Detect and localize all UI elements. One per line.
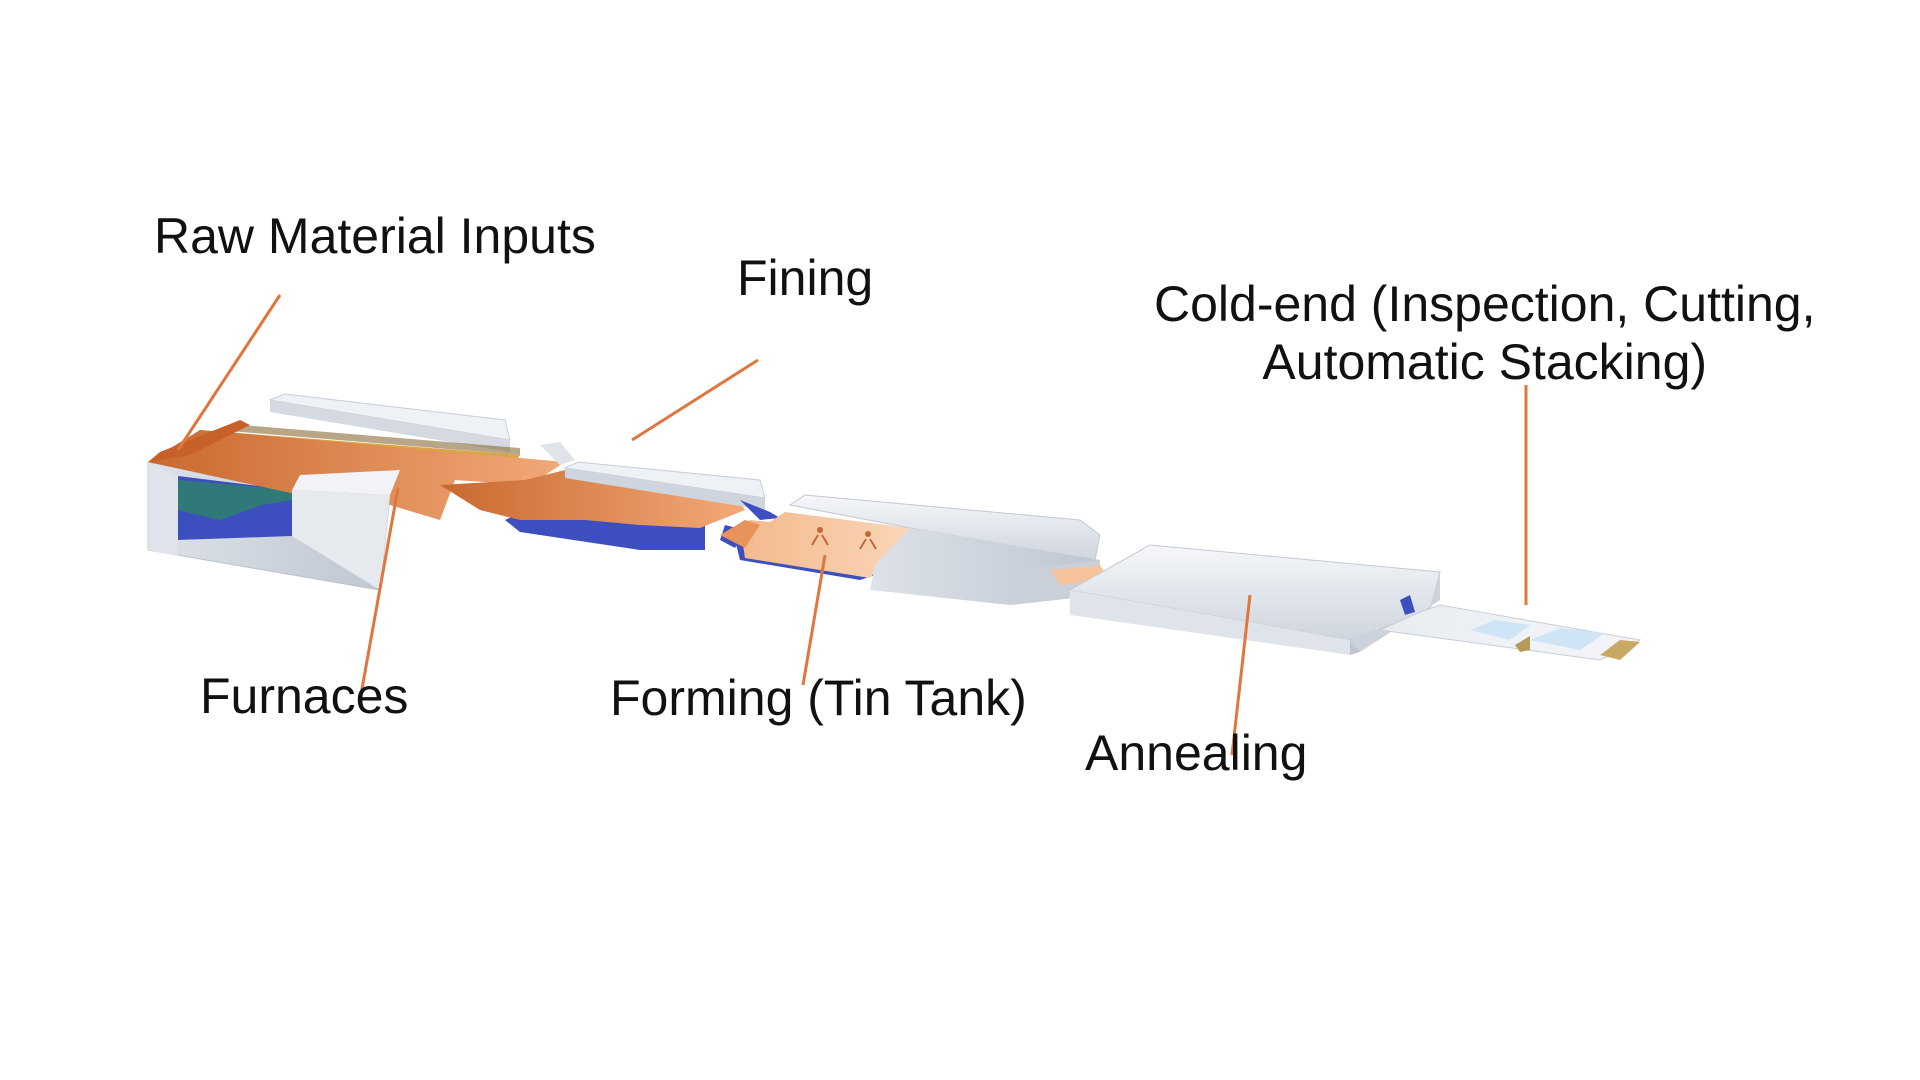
leader-lines (176, 294, 1528, 756)
leader-furnaces (358, 487, 400, 701)
label-cold-end-line1: Cold-end (Inspection, Cutting, (1154, 276, 1816, 332)
fining-section (440, 442, 780, 550)
leader-forming (801, 554, 827, 686)
label-forming-tin-tank: Forming (Tin Tank) (610, 670, 1027, 726)
cold-end-pane-2 (1530, 628, 1605, 650)
label-cold-end-line2: Automatic Stacking) (1262, 333, 1708, 390)
fining-melt-channel (440, 470, 745, 528)
cold-end-ribbon (1378, 595, 1642, 661)
label-annealing: Annealing (1085, 725, 1308, 781)
annealing-lehr (1050, 544, 1441, 655)
furnace-block (147, 393, 565, 591)
tin-tank-section (720, 494, 1101, 605)
label-raw-material-inputs: Raw Material Inputs (154, 208, 596, 264)
leader-raw-material (176, 294, 282, 451)
leader-annealing (1230, 594, 1252, 756)
label-furnaces: Furnaces (200, 668, 409, 724)
tin-bath-surface (740, 512, 910, 578)
furnace-refractory-teal (178, 480, 292, 520)
label-fining: Fining (737, 250, 874, 306)
cold-end-pane-1 (1470, 620, 1530, 640)
leader-fining (631, 358, 759, 442)
tin-bath-markers (811, 527, 877, 550)
label-cold-end: Cold-end (Inspection, Cutting, Automatic… (1154, 276, 1815, 391)
